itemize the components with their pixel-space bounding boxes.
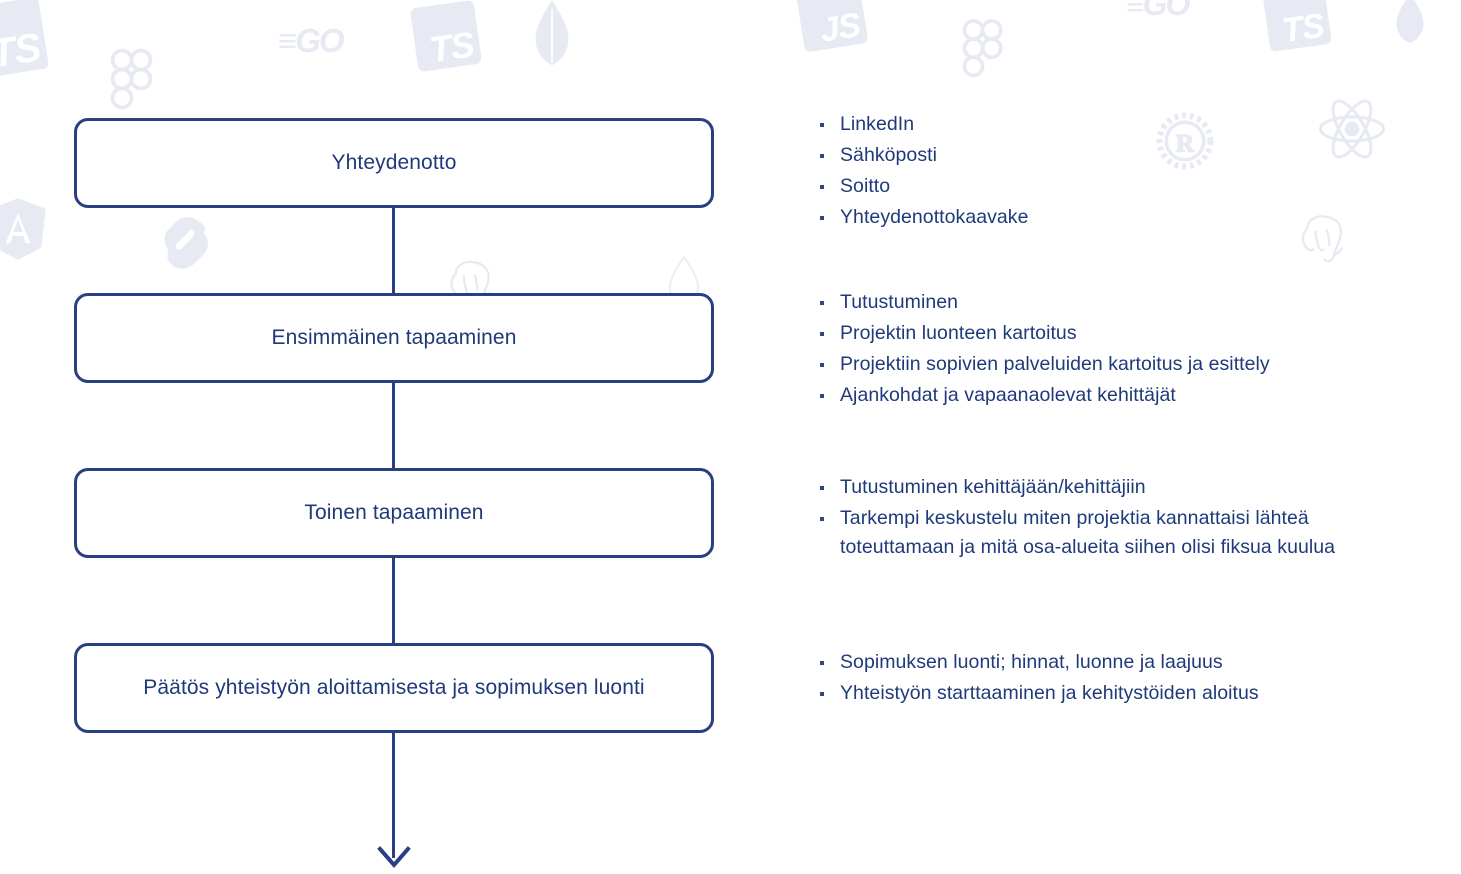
bullet-group: LinkedIn Sähköposti Soitto Yhteydenottok… [818, 110, 1398, 234]
flow-step-label: Toinen tapaaminen [304, 501, 484, 524]
bullet-group: Tutustuminen kehittäjään/kehittäjiin Tar… [818, 473, 1398, 564]
list-item: Yhteistyön starttaaminen ja kehitystöide… [818, 679, 1398, 708]
bullet-dot-icon [820, 301, 824, 305]
flow-step-box[interactable]: Päätös yhteistyön aloittamisesta ja sopi… [74, 643, 714, 733]
list-item-label: Sopimuksen luonti; hinnat, luonne ja laa… [840, 651, 1223, 673]
list-item: Sähköposti [818, 141, 1398, 170]
list-item-label: Tarkempi keskustelu miten projektia kann… [840, 507, 1336, 558]
list-item-label: Soitto [840, 175, 891, 197]
list-item: Projektiin sopivien palveluiden kartoitu… [818, 350, 1398, 379]
list-item: Tutustuminen [818, 288, 1398, 317]
flow-step-box[interactable]: Yhteydenotto [74, 118, 714, 208]
list-item: Tutustuminen kehittäjään/kehittäjiin [818, 473, 1398, 502]
final-arrow-head-icon [377, 846, 411, 869]
flow-step-label: Yhteydenotto [331, 151, 457, 174]
list-item-label: Tutustuminen kehittäjään/kehittäjiin [840, 476, 1146, 498]
process-diagram: Yhteydenotto Ensimmäinen tapaaminen Toin… [74, 110, 1398, 869]
connector-line-1 [392, 198, 395, 308]
flow-step-box[interactable]: Ensimmäinen tapaaminen [74, 293, 714, 383]
list-item-label: Projektin luonteen kartoitus [840, 322, 1077, 344]
bullet-group: Tutustuminen Projektin luonteen kartoitu… [818, 288, 1398, 412]
flow-step-box[interactable]: Toinen tapaaminen [74, 468, 714, 558]
list-item-label: Sähköposti [840, 144, 937, 166]
list-item: Soitto [818, 172, 1398, 201]
bullet-dot-icon [820, 692, 824, 696]
final-arrow-shaft [392, 723, 395, 858]
bullet-dot-icon [820, 216, 824, 220]
list-item: Projektin luonteen kartoitus [818, 319, 1398, 348]
bullet-dot-icon [820, 363, 824, 367]
connector-line-3 [392, 548, 395, 658]
flow-step-label: Päätös yhteistyön aloittamisesta ja sopi… [143, 676, 645, 699]
bullet-dot-icon [820, 332, 824, 336]
list-item: Ajankohdat ja vapaanaolevat kehittäjät [818, 381, 1398, 410]
bullet-dot-icon [820, 517, 824, 521]
bullet-dot-icon [820, 185, 824, 189]
list-item: Sopimuksen luonti; hinnat, luonne ja laa… [818, 648, 1398, 677]
bullet-group: Sopimuksen luonti; hinnat, luonne ja laa… [818, 648, 1398, 710]
bullet-dot-icon [820, 661, 824, 665]
list-item-label: Ajankohdat ja vapaanaolevat kehittäjät [840, 384, 1176, 406]
list-item: Tarkempi keskustelu miten projektia kann… [818, 504, 1398, 562]
list-item: Yhteydenottokaavake [818, 203, 1398, 232]
connector-line-2 [392, 373, 395, 483]
list-item-label: Projektiin sopivien palveluiden kartoitu… [840, 353, 1270, 375]
flow-step-label: Ensimmäinen tapaaminen [271, 326, 517, 349]
bullet-dot-icon [820, 394, 824, 398]
bullet-dot-icon [820, 486, 824, 490]
bullet-dot-icon [820, 123, 824, 127]
list-item-label: Yhteydenottokaavake [840, 206, 1029, 228]
list-item-label: LinkedIn [840, 113, 915, 135]
list-item-label: Yhteistyön starttaaminen ja kehitystöide… [840, 682, 1259, 704]
list-item: LinkedIn [818, 110, 1398, 139]
bullet-dot-icon [820, 154, 824, 158]
list-item-label: Tutustuminen [840, 291, 959, 313]
